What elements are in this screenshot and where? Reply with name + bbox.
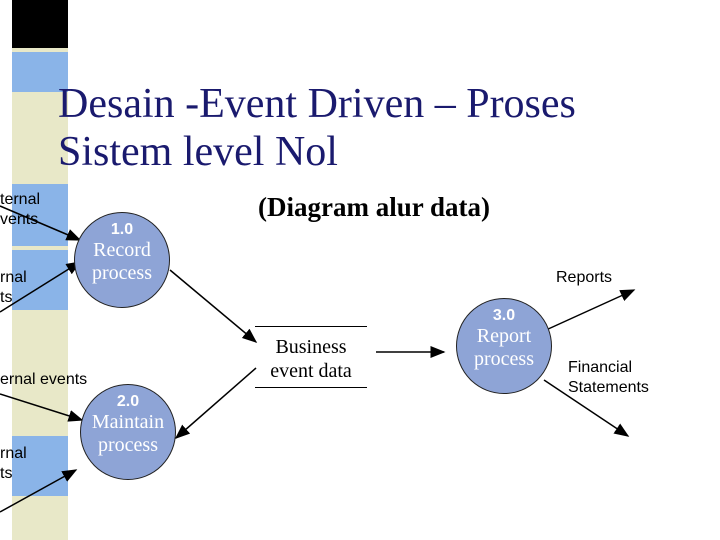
flow-arrow: [0, 205, 82, 241]
diagram-subtitle: (Diagram alur data): [258, 192, 490, 222]
process-id: 3.0: [492, 307, 516, 324]
process-name: Maintain process: [91, 411, 165, 456]
data-store-business-event: Business event data: [255, 326, 367, 388]
slide-title: Desain -Event Driven – Proses Sistem lev…: [58, 81, 576, 175]
stripe-block-blue: [12, 436, 68, 496]
output-label-financial-statements: Financial Statements: [568, 359, 649, 396]
data-store-label: Business event data: [270, 336, 352, 382]
process-maintain: 2.0 Maintain process: [80, 384, 176, 480]
stripe-block-blue: [12, 250, 68, 310]
process-id: 1.0: [110, 221, 134, 238]
left-label-external-events-1: ternal vents: [0, 191, 41, 228]
flow-arrow: [543, 379, 630, 437]
process-name: Record process: [92, 239, 152, 284]
process-name: Report process: [474, 325, 534, 370]
flow-arrow: [545, 289, 636, 331]
flow-arrow: [169, 269, 258, 343]
stripe-block-black: [12, 0, 68, 48]
flow-arrow: [0, 393, 84, 422]
process-id: 2.0: [116, 393, 140, 410]
left-label-external-events-4: rnal ts: [0, 445, 27, 482]
flow-arrow: [0, 469, 78, 513]
left-label-external-events-2: rnal ts: [0, 269, 27, 306]
left-label-external-events-3: ernal events: [0, 371, 88, 388]
flow-arrow: [174, 367, 257, 439]
output-label-reports: Reports: [556, 269, 613, 286]
flow-arrow: [0, 261, 82, 313]
stripe-block-blue: [12, 52, 68, 92]
process-report: 3.0 Report process: [456, 298, 552, 394]
process-record: 1.0 Record process: [74, 212, 170, 308]
